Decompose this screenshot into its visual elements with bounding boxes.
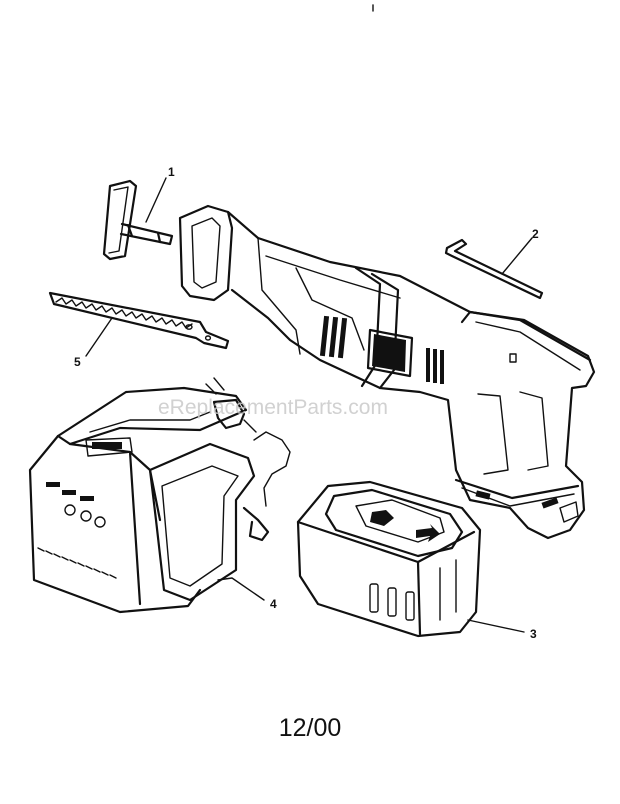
callout-4: 4 <box>270 597 277 611</box>
callout-2: 2 <box>532 227 539 241</box>
callout-5: 5 <box>74 355 81 369</box>
callout-3: 3 <box>530 627 537 641</box>
saw-blade-part <box>48 291 230 350</box>
battery-charger-part <box>28 377 291 614</box>
watermark-text: eReplacementParts.com <box>158 396 388 419</box>
blade-clamp-key-part <box>102 179 174 261</box>
date-code-label: 12/00 <box>278 714 342 742</box>
callout-1: 1 <box>168 165 175 179</box>
battery-pack-part <box>296 480 482 638</box>
hex-key-part <box>444 238 544 300</box>
reciprocating-saw-part <box>178 204 596 540</box>
callout-leaders <box>85 177 533 633</box>
